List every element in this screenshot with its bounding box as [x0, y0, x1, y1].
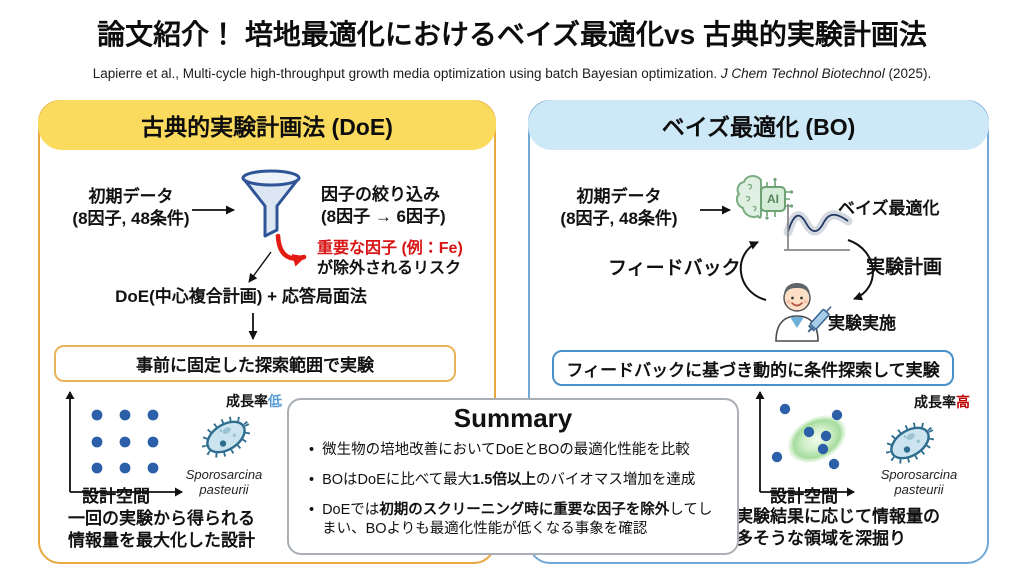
- doe-design-space-label: 設計空間: [82, 487, 150, 506]
- bullet-dot: •: [309, 442, 315, 458]
- citation-journal: J Chem Technol Biotechnol: [720, 66, 885, 81]
- doe-panel: 古典的実験計画法 (DoE) 初期データ (8因子, 48条件) 因子の絞り込み…: [38, 100, 496, 564]
- summary-title: Summary: [453, 403, 573, 433]
- doe-initial-data: 初期データ (8因子, 48条件): [72, 187, 190, 229]
- bacteria-icon: [885, 422, 935, 464]
- syringe-icon: [807, 306, 832, 333]
- bo-species-label: Sporosarcina pasteurii: [880, 467, 958, 497]
- bo-panel-header: ベイズ最適化 (BO): [528, 100, 989, 150]
- summary-box: Summary • 微生物の培地改善においてDoEとBOの最適化性能を比較 • …: [287, 398, 739, 555]
- summary-bullet: • BOはDoEに比べて最大1.5倍以上のバイオマス増加を達成: [309, 471, 721, 490]
- summary-bullets: • 微生物の培地改善においてDoEとBOの最適化性能を比較 • BOはDoEに比…: [289, 434, 737, 540]
- doe-panel-header: 古典的実験計画法 (DoE): [38, 100, 496, 150]
- doe-fixed-range-box: 事前に固定した探索範囲で実験: [54, 345, 456, 382]
- gaussian-process-plot-icon: [783, 204, 853, 251]
- slide-title: 論文紹介！ 培地最適化におけるベイズ最適化vs 古典的実験計画法: [97, 19, 927, 50]
- feedback-label: フィードバック: [608, 258, 741, 279]
- ai-chip-label: AI: [767, 192, 779, 206]
- doe-bottom-note: 一回の実験から得られる 情報量を最大化した設計: [68, 509, 255, 551]
- doe-growth-rate-label: 成長率低: [226, 393, 282, 409]
- plan-label: 実験計画: [866, 257, 943, 278]
- doe-risk-note: 重要な因子 (例：Fe) が除外されるリスク: [317, 240, 463, 277]
- bo-label: ベイズ最適化: [838, 199, 940, 218]
- funnel-icon: [241, 169, 301, 238]
- citation-post: (2025).: [884, 66, 932, 81]
- bo-design-space-label: 設計空間: [770, 487, 838, 506]
- doe-design-space-plot: [65, 391, 183, 497]
- promising-region-highlight: [787, 415, 847, 463]
- doe-method-label: DoE(中心複合計画) + 応答局面法: [115, 287, 367, 306]
- scientist-icon: [775, 283, 832, 342]
- bo-dynamic-search-box: フィードバックに基づき動的に条件探索して実験: [552, 350, 954, 386]
- bullet-dot: •: [309, 502, 315, 519]
- bo-bottom-note: 実験結果に応じて情報量の 多そうな領域を深掘り: [736, 507, 940, 549]
- summary-bullet: • 微生物の培地改善においてDoEとBOの最適化性能を比較: [309, 441, 721, 460]
- summary-bullet: • DoEでは初期のスクリーニング時に重要な因子を除外してしまい、BOよりも最適…: [309, 501, 721, 539]
- bo-panel: ベイズ最適化 (BO) 初期データ (8因子, 48条件) AI: [528, 100, 989, 564]
- citation: Lapierre et al., Multi-cycle high-throug…: [0, 66, 1024, 81]
- bo-growth-rate-label: 成長率高: [914, 394, 970, 410]
- bo-initial-data: 初期データ (8因子, 48条件): [560, 187, 678, 229]
- ai-brain-icon: AI: [735, 175, 794, 220]
- bo-design-space-plot: [755, 391, 855, 497]
- doe-species-label: Sporosarcina pasteurii: [185, 467, 263, 497]
- execute-label: 実験実施: [828, 314, 896, 333]
- citation-pre: Lapierre et al., Multi-cycle high-throug…: [92, 66, 721, 81]
- bacteria-icon: [201, 416, 251, 458]
- bullet-dot: •: [309, 472, 315, 489]
- doe-screening-label: 因子の絞り込み (8因子 → 6因子): [321, 185, 446, 227]
